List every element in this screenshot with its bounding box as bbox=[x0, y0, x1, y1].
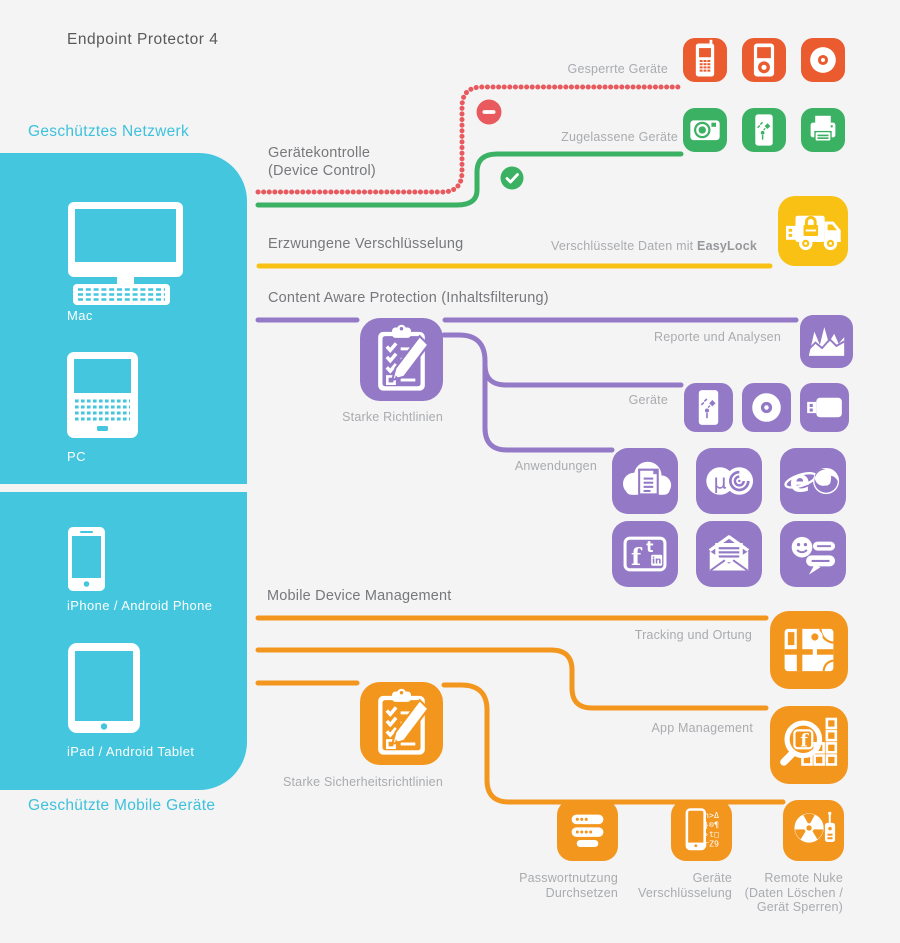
remote-nuke-icon bbox=[783, 800, 844, 861]
blocked-devices-label: Gesperrte Geräte bbox=[567, 62, 668, 76]
social-media-icon: f t in bbox=[612, 521, 678, 587]
device-control-title: Gerätekontrolle (Device Control) bbox=[268, 145, 376, 179]
web-browsers-icon: e bbox=[780, 448, 846, 514]
instant-messaging-icon bbox=[780, 521, 846, 587]
mobile-panel bbox=[0, 492, 247, 790]
svg-text:h>Δ: h>Δ bbox=[704, 810, 719, 820]
cd-disc-icon bbox=[801, 38, 845, 82]
svg-text:in: in bbox=[652, 556, 661, 566]
device-encryption-label: Geräte Verschlüsselung bbox=[637, 871, 732, 900]
pc-label: PC bbox=[67, 449, 86, 464]
cap-policy-label: Starke Richtlinien bbox=[342, 410, 443, 424]
protected-mobile-label: Geschützte Mobile Geräte bbox=[28, 797, 216, 814]
imac-with-keyboard-icon bbox=[68, 202, 183, 305]
policy-clipboard-icon bbox=[360, 682, 443, 765]
mobile-phone-icon bbox=[683, 38, 727, 82]
smartphone-icon bbox=[68, 527, 105, 591]
mac-label: Mac bbox=[67, 308, 93, 323]
usb-stick-icon bbox=[800, 383, 849, 432]
svg-text:f: f bbox=[631, 543, 643, 571]
camera-icon bbox=[683, 108, 727, 152]
password-fields-icon bbox=[557, 800, 618, 861]
encryption-title: Erzwungene Verschlüsselung bbox=[268, 236, 464, 252]
app-search-icon: f bbox=[770, 706, 848, 784]
policy-clipboard-icon bbox=[360, 318, 443, 401]
cap-line-down bbox=[441, 332, 615, 453]
svg-text:}®¶: }®¶ bbox=[704, 819, 719, 829]
mdm-line-bottom bbox=[441, 682, 786, 805]
mdm-line-appmgmt bbox=[255, 647, 769, 711]
secure-transport-truck-icon bbox=[778, 196, 848, 266]
mdm-policy-label: Starke Sicherheitsrichtlinien bbox=[282, 775, 443, 789]
tracking-label: Tracking und Ortung bbox=[634, 628, 752, 642]
cap-line-devices bbox=[482, 362, 684, 388]
protected-network-label: Geschütztes Netzwerk bbox=[28, 123, 190, 140]
cd-disc-icon bbox=[742, 383, 791, 432]
external-drive-icon bbox=[684, 383, 733, 432]
tablet-icon bbox=[68, 643, 140, 733]
check-icon bbox=[500, 166, 524, 190]
allowed-devices-line bbox=[255, 151, 684, 208]
app-management-label: App Management bbox=[651, 721, 753, 735]
password-enforcement-label: Passwortnutzung Durchsetzen bbox=[519, 871, 618, 900]
ipad-label: iPad / Android Tablet bbox=[67, 744, 195, 759]
laptop-icon bbox=[67, 352, 138, 438]
cap-applications-label: Anwendungen bbox=[514, 459, 597, 473]
iphone-label: iPhone / Android Phone bbox=[67, 598, 213, 613]
svg-text:›t□: ›t□ bbox=[704, 829, 719, 839]
media-player-icon bbox=[742, 38, 786, 82]
encrypted-phone-icon: h>Δ }®¶ ›t□ rZ9 bbox=[671, 800, 732, 861]
cap-devices-label: Geräte bbox=[628, 393, 668, 407]
cloud-storage-icon bbox=[612, 448, 678, 514]
svg-text:f: f bbox=[800, 731, 809, 752]
remote-nuke-label: Remote Nuke (Daten Löschen / Gerät Sperr… bbox=[744, 871, 843, 914]
email-icon bbox=[696, 521, 762, 587]
svg-text:µ: µ bbox=[714, 470, 727, 494]
analytics-chart-icon bbox=[800, 315, 853, 368]
svg-text:rZ9: rZ9 bbox=[704, 838, 719, 848]
no-entry-icon bbox=[476, 99, 502, 125]
cap-title: Content Aware Protection (Inhaltsfilteru… bbox=[268, 290, 549, 306]
page-title: Endpoint Protector 4 bbox=[67, 31, 219, 48]
reports-label: Reporte und Analysen bbox=[653, 330, 781, 344]
svg-text:e: e bbox=[790, 464, 811, 499]
mdm-title: Mobile Device Management bbox=[267, 588, 452, 604]
encryption-note: Verschlüsselte Daten mit EasyLock bbox=[550, 239, 757, 253]
torrent-apps-icon: µ bbox=[696, 448, 762, 514]
map-location-icon bbox=[770, 611, 848, 689]
blocked-devices-line bbox=[255, 84, 684, 195]
svg-text:t: t bbox=[646, 538, 653, 556]
printer-icon bbox=[801, 108, 845, 152]
allowed-devices-label: Zugelassene Geräte bbox=[561, 130, 678, 144]
external-drive-icon bbox=[742, 108, 786, 152]
